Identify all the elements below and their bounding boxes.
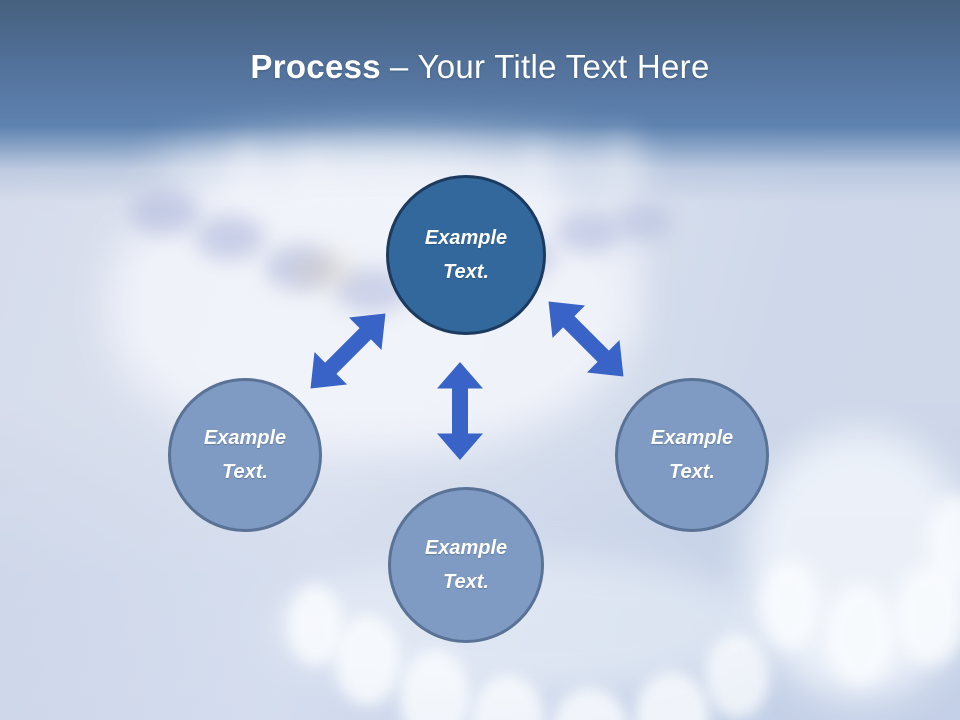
photo-teeth-ridge (555, 213, 620, 253)
photo-aligner-tooth (400, 650, 470, 720)
diagram-node-bottom: Example Text. (388, 487, 544, 643)
slide-title: Process– Your Title Text Here (0, 48, 960, 86)
photo-aligner-tooth (288, 585, 343, 665)
node-label-line2: Text. (443, 571, 489, 593)
diagram-node-right: Example Text. (615, 378, 769, 532)
arrow-top-to-bottom-icon (437, 362, 483, 460)
node-label-line1: Example (650, 427, 734, 449)
diagram-node-top: Example Text. (386, 175, 546, 335)
node-label-line2: Text. (669, 461, 715, 483)
photo-aligner-tooth (760, 560, 820, 650)
photo-aligner-tooth (705, 633, 770, 718)
photo-teeth-ridge (195, 215, 265, 260)
node-label-line1: Example (203, 427, 287, 449)
photo-teeth-ridge (615, 203, 670, 241)
photo-teeth-ridge (130, 190, 200, 235)
arrow-shape (548, 301, 624, 377)
photo-warm-tint (295, 255, 355, 285)
title-subtitle: – Your Title Text Here (389, 48, 710, 85)
photo-teeth-ridge (265, 245, 335, 290)
node-label-line2: Text. (443, 261, 489, 283)
arrow-top-to-left-icon (310, 313, 386, 389)
title-keyword: Process (250, 48, 381, 85)
arrow-shape (437, 362, 483, 460)
photo-aligner-tooth (335, 615, 400, 705)
diagram-node-left: Example Text. (168, 378, 322, 532)
photo-aligner-tooth (825, 585, 895, 685)
arrow-top-to-right-icon (548, 301, 624, 377)
node-label-line1: Example (424, 537, 508, 559)
node-label-line2: Text. (222, 461, 268, 483)
arrow-shape (310, 313, 386, 389)
node-label-line1: Example (424, 227, 508, 249)
